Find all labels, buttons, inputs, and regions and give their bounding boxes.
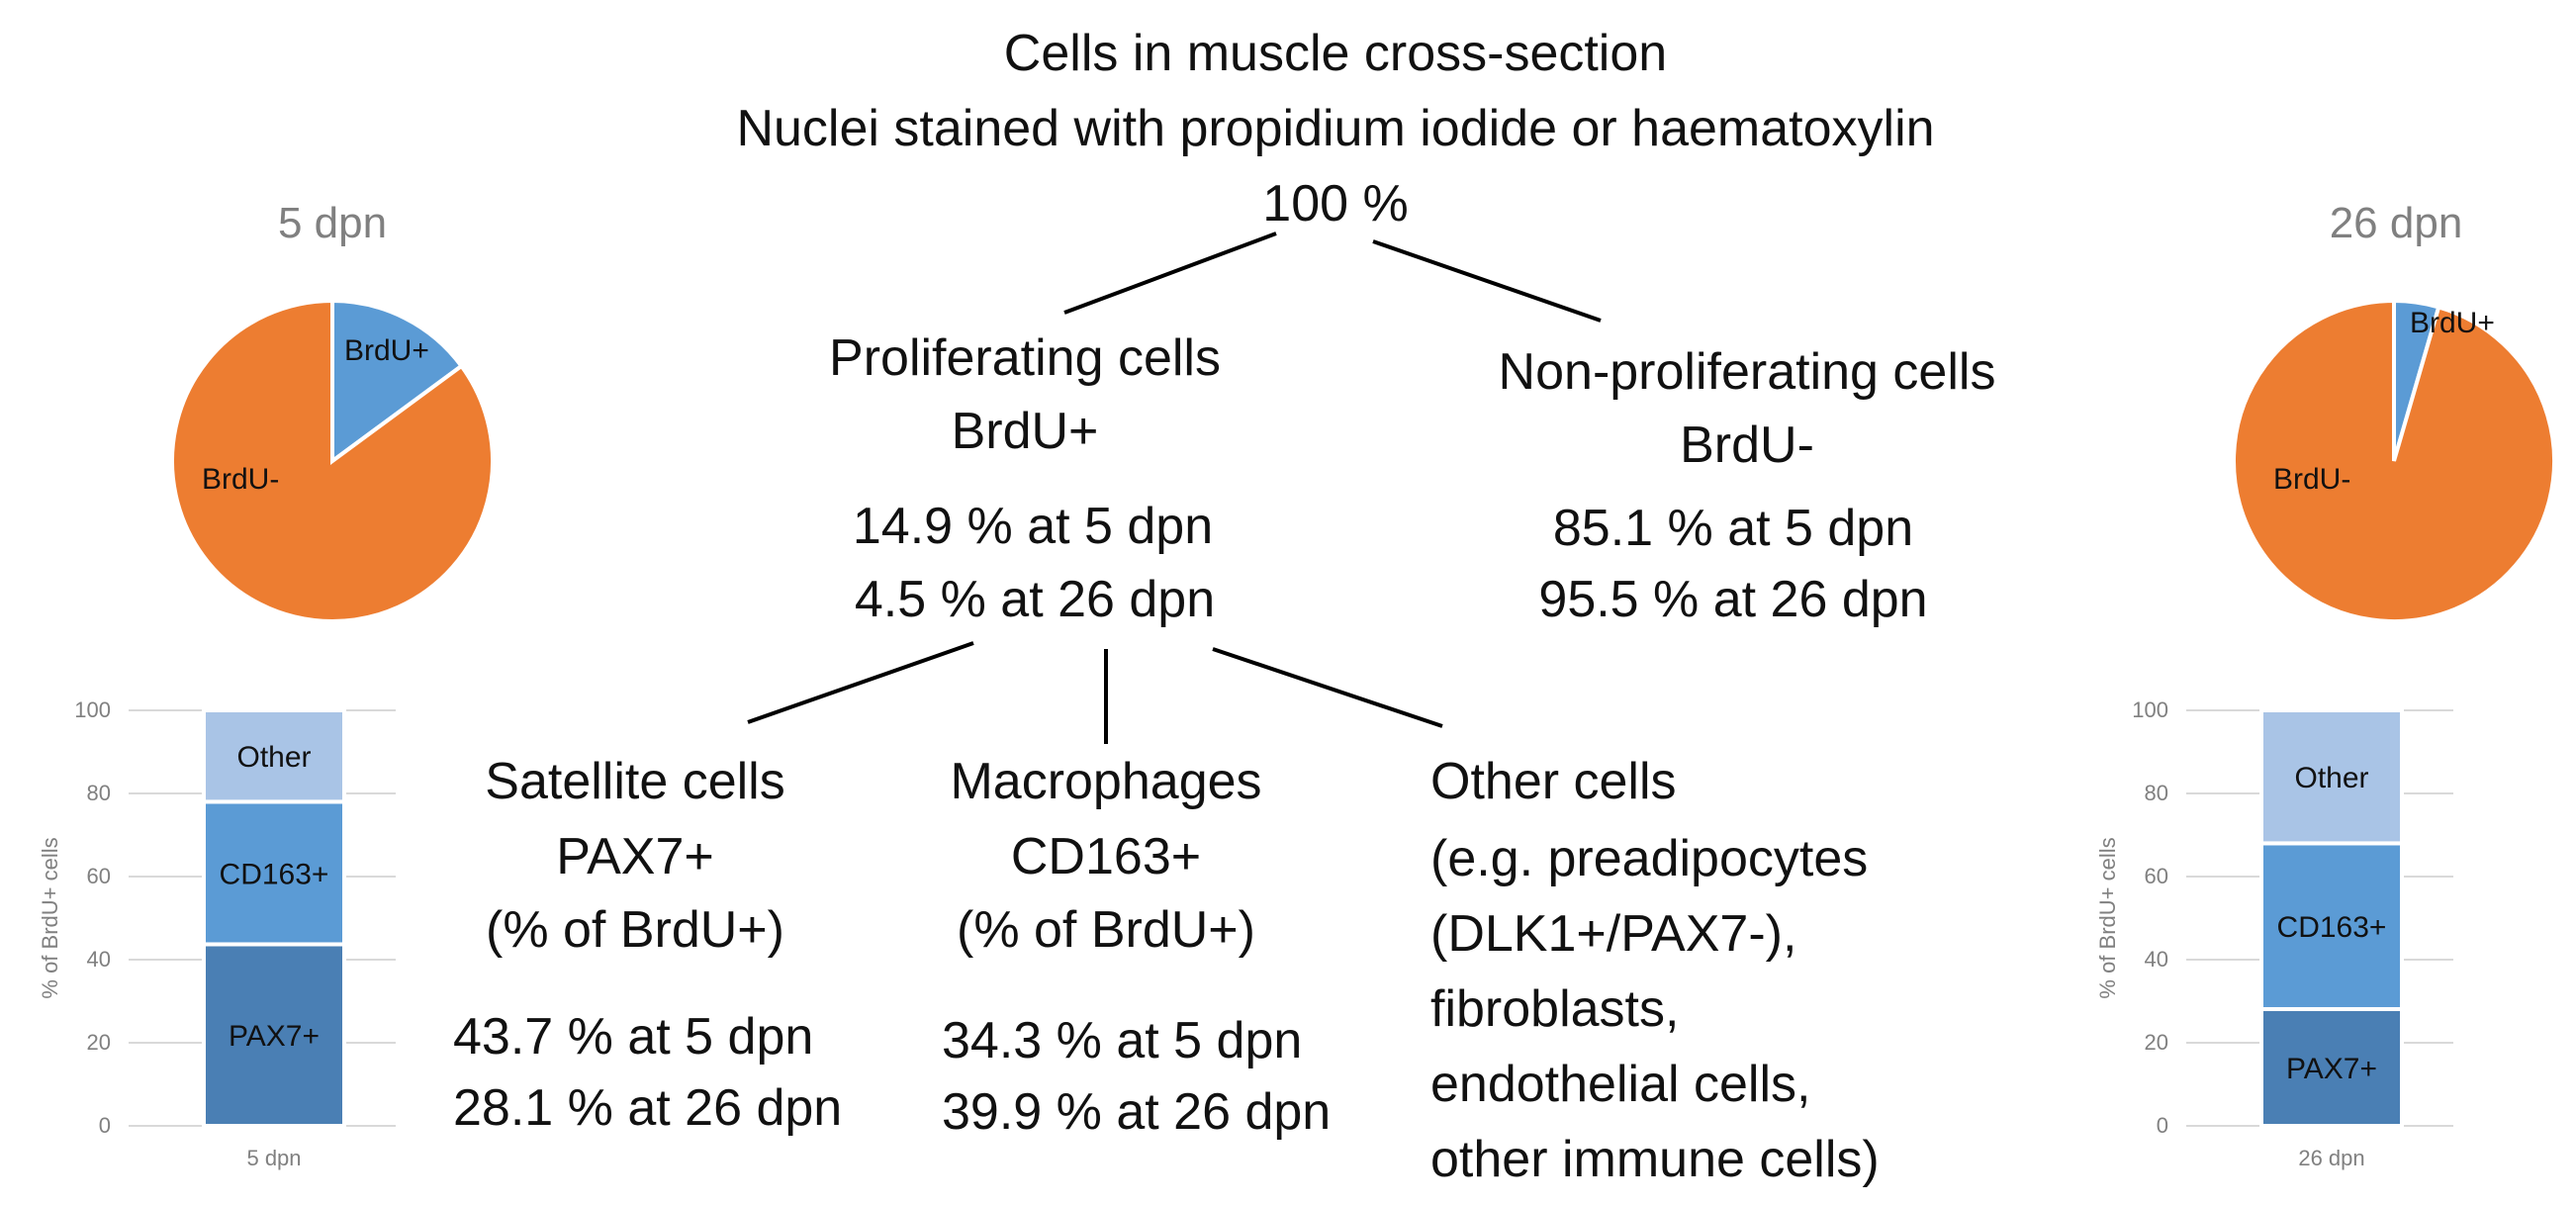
- pie-chart-26dpn: BrdU+ BrdU-: [2232, 298, 2556, 623]
- bar-26dpn-category-label: 26 dpn: [2298, 1146, 2364, 1170]
- connector-root-nonproliferating: [1372, 239, 1602, 323]
- root-line-3: 100 %: [1262, 175, 1409, 232]
- bar-26dpn-segment-label-cd163: CD163+: [2277, 911, 2387, 944]
- satellite-title: Satellite cells: [485, 753, 785, 810]
- proliferating-marker: BrdU+: [951, 403, 1099, 460]
- proliferating-value-5dpn: 14.9 % at 5 dpn: [852, 498, 1214, 555]
- pie-26dpn-label-brduneg: BrdU-: [2273, 463, 2350, 496]
- satellite-marker: PAX7+: [556, 828, 714, 885]
- connector-proliferating-satellite: [747, 641, 974, 724]
- bar-5dpn-segment-label-pax7: PAX7+: [229, 1020, 320, 1053]
- macrophages-value-26dpn: 39.9 % at 26 dpn: [942, 1083, 1332, 1141]
- pie-5dpn-label-brdupos: BrdU+: [344, 334, 429, 367]
- bar-26dpn-ytick-label: 0: [2157, 1113, 2168, 1138]
- bar-26dpn-ytick-label: 40: [2145, 947, 2168, 972]
- pie-5dpn-slice-brdupos: [330, 298, 465, 465]
- satellite-value-26dpn: 28.1 % at 26 dpn: [453, 1079, 843, 1137]
- bar-5dpn-ytick-label: 100: [74, 697, 111, 722]
- root-line-1: Cells in muscle cross-section: [1003, 25, 1668, 82]
- macrophages-value-5dpn: 34.3 % at 5 dpn: [942, 1012, 1303, 1069]
- other-cells-line-6: other immune cells): [1430, 1131, 1880, 1188]
- other-cells-line-2: (e.g. preadipocytes: [1430, 830, 1869, 887]
- bar-5dpn-segment-other: [202, 708, 346, 804]
- macrophages-marker: CD163+: [1010, 828, 1202, 885]
- other-cells-line-4: fibroblasts,: [1430, 980, 1680, 1038]
- macrophages-note: (% of BrdU+): [957, 901, 1255, 959]
- bar-5dpn-segment-label-cd163: CD163+: [220, 858, 329, 890]
- connector-root-proliferating: [1063, 232, 1277, 315]
- bar-26dpn-ytick-label: 20: [2145, 1030, 2168, 1055]
- bar-26dpn-segment-label-other: Other: [2294, 762, 2368, 794]
- bar-26dpn-segment-other: [2259, 708, 2404, 846]
- proliferating-title: Proliferating cells: [829, 329, 1221, 387]
- bar-26dpn-ylabel: % of BrdU+ cells: [2095, 837, 2120, 998]
- nonproliferating-value-26dpn: 95.5 % at 26 dpn: [1538, 571, 1928, 628]
- bar-5dpn-ytick-label: 40: [87, 947, 111, 972]
- other-cells-line-3: (DLK1+/PAX7-),: [1430, 905, 1797, 963]
- other-cells-line-5: endothelial cells,: [1430, 1056, 1811, 1113]
- bar-5dpn-ytick-label: 60: [87, 864, 111, 888]
- pie-26dpn-title: 26 dpn: [2329, 199, 2463, 247]
- bar-5dpn-ytick-label: 20: [87, 1030, 111, 1055]
- pie-26dpn-label-brdupos: BrdU+: [2410, 307, 2495, 339]
- pie-5dpn-slice-brduneg: [170, 298, 495, 623]
- other-cells-line-1: Other cells: [1430, 753, 1677, 810]
- pie-5dpn-title: 5 dpn: [277, 199, 388, 247]
- nonproliferating-title: Non-proliferating cells: [1498, 343, 1996, 401]
- bar-5dpn-ylabel: % of BrdU+ cells: [38, 837, 62, 998]
- pie-26dpn-slice-brduneg: [2232, 298, 2556, 623]
- bar-5dpn-segment-label-other: Other: [236, 741, 311, 774]
- bar-26dpn-ytick-label: 100: [2132, 697, 2168, 722]
- bar-26dpn-ytick-label: 60: [2145, 864, 2168, 888]
- satellite-note: (% of BrdU+): [486, 901, 784, 959]
- pie-5dpn-label-brduneg: BrdU-: [202, 463, 279, 496]
- macrophages-title: Macrophages: [950, 753, 1262, 810]
- nonproliferating-marker: BrdU-: [1680, 417, 1814, 474]
- bar-5dpn-ytick-label: 80: [87, 781, 111, 805]
- connector-proliferating-other: [1212, 647, 1443, 728]
- satellite-value-5dpn: 43.7 % at 5 dpn: [453, 1008, 814, 1066]
- pie-chart-5dpn: BrdU+ BrdU-: [170, 298, 495, 623]
- nonproliferating-value-5dpn: 85.1 % at 5 dpn: [1552, 500, 1914, 557]
- bar-5dpn-category-label: 5 dpn: [246, 1146, 301, 1170]
- bar-26dpn-ytick-label: 80: [2145, 781, 2168, 805]
- root-line-2: Nuclei stained with propidium iodide or …: [736, 100, 1935, 157]
- bar-5dpn-ytick-label: 0: [99, 1113, 111, 1138]
- bar-26dpn-segment-label-pax7: PAX7+: [2286, 1053, 2377, 1085]
- proliferating-value-26dpn: 4.5 % at 26 dpn: [854, 571, 1216, 628]
